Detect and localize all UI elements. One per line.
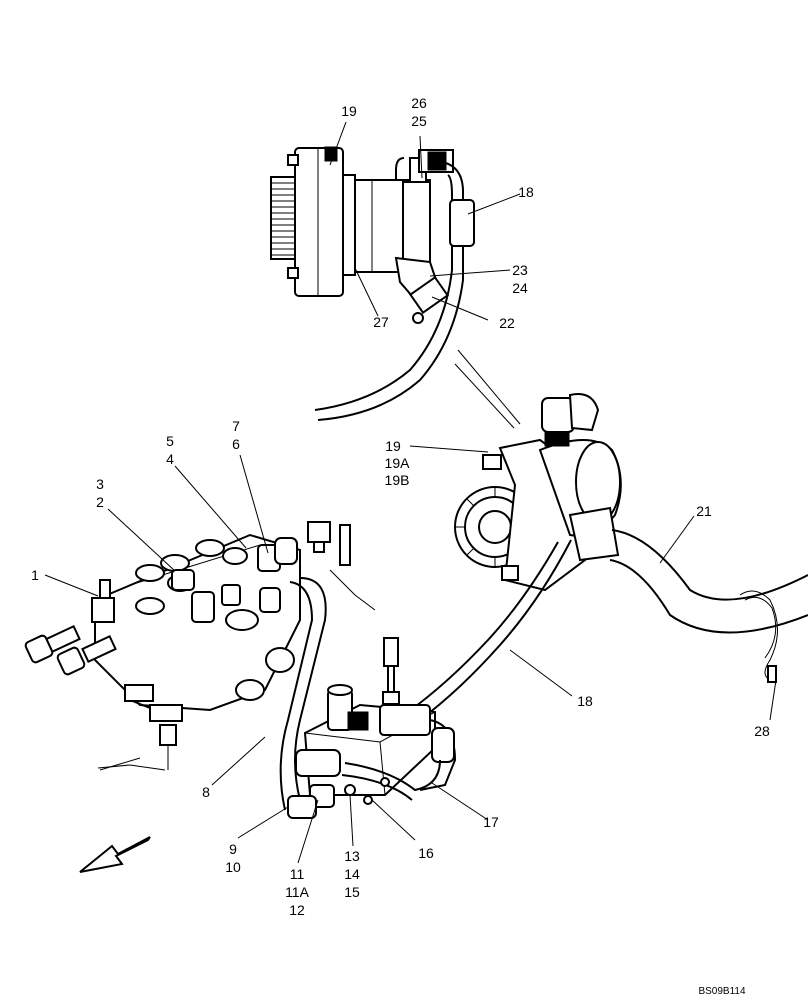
- front-direction-arrow-icon: [79, 836, 151, 873]
- callout-21: 21: [696, 503, 712, 519]
- callout-7: 7: [232, 418, 240, 434]
- callout-1: 1: [31, 567, 39, 583]
- callout-11a: 11A: [285, 884, 310, 900]
- callout-23: 23: [512, 262, 528, 278]
- callout-5: 5: [166, 433, 174, 449]
- callout-26: 26: [411, 95, 427, 111]
- pump-assembly-main: [407, 393, 808, 721]
- callout-27: 27: [373, 314, 389, 330]
- pump-detail-top: [270, 146, 475, 421]
- callout-25: 25: [411, 113, 427, 129]
- callout-6: 6: [232, 436, 240, 452]
- callout-19-mid: 19: [385, 438, 401, 454]
- callout-19a: 19A: [385, 455, 411, 471]
- callout-18-top: 18: [518, 184, 534, 200]
- callout-9: 9: [229, 841, 237, 857]
- leader-lines: [44, 121, 777, 864]
- callout-15: 15: [344, 884, 360, 900]
- callout-17: 17: [483, 814, 499, 830]
- callout-2: 2: [96, 494, 104, 510]
- callout-28: 28: [754, 723, 770, 739]
- control-valve: [24, 521, 376, 811]
- callout-19b: 19B: [385, 472, 410, 488]
- reference-code: BS09B114: [698, 986, 746, 997]
- callout-22: 22: [499, 315, 515, 331]
- callout-3: 3: [96, 476, 104, 492]
- valve-block: [287, 637, 457, 819]
- callout-8: 8: [202, 784, 210, 800]
- callout-labels: 19 26 25 18 23 24 22 27 19 19A 19B 21 28…: [31, 95, 770, 997]
- callout-24: 24: [512, 280, 528, 296]
- callout-4: 4: [166, 451, 174, 467]
- callout-10: 10: [225, 859, 241, 875]
- callout-12: 12: [289, 902, 305, 918]
- callout-18-bottom: 18: [577, 693, 593, 709]
- callout-19-top: 19: [341, 103, 357, 119]
- callout-16: 16: [418, 845, 434, 861]
- callout-11: 11: [290, 866, 305, 882]
- callout-14: 14: [344, 866, 360, 882]
- callout-13: 13: [344, 848, 360, 864]
